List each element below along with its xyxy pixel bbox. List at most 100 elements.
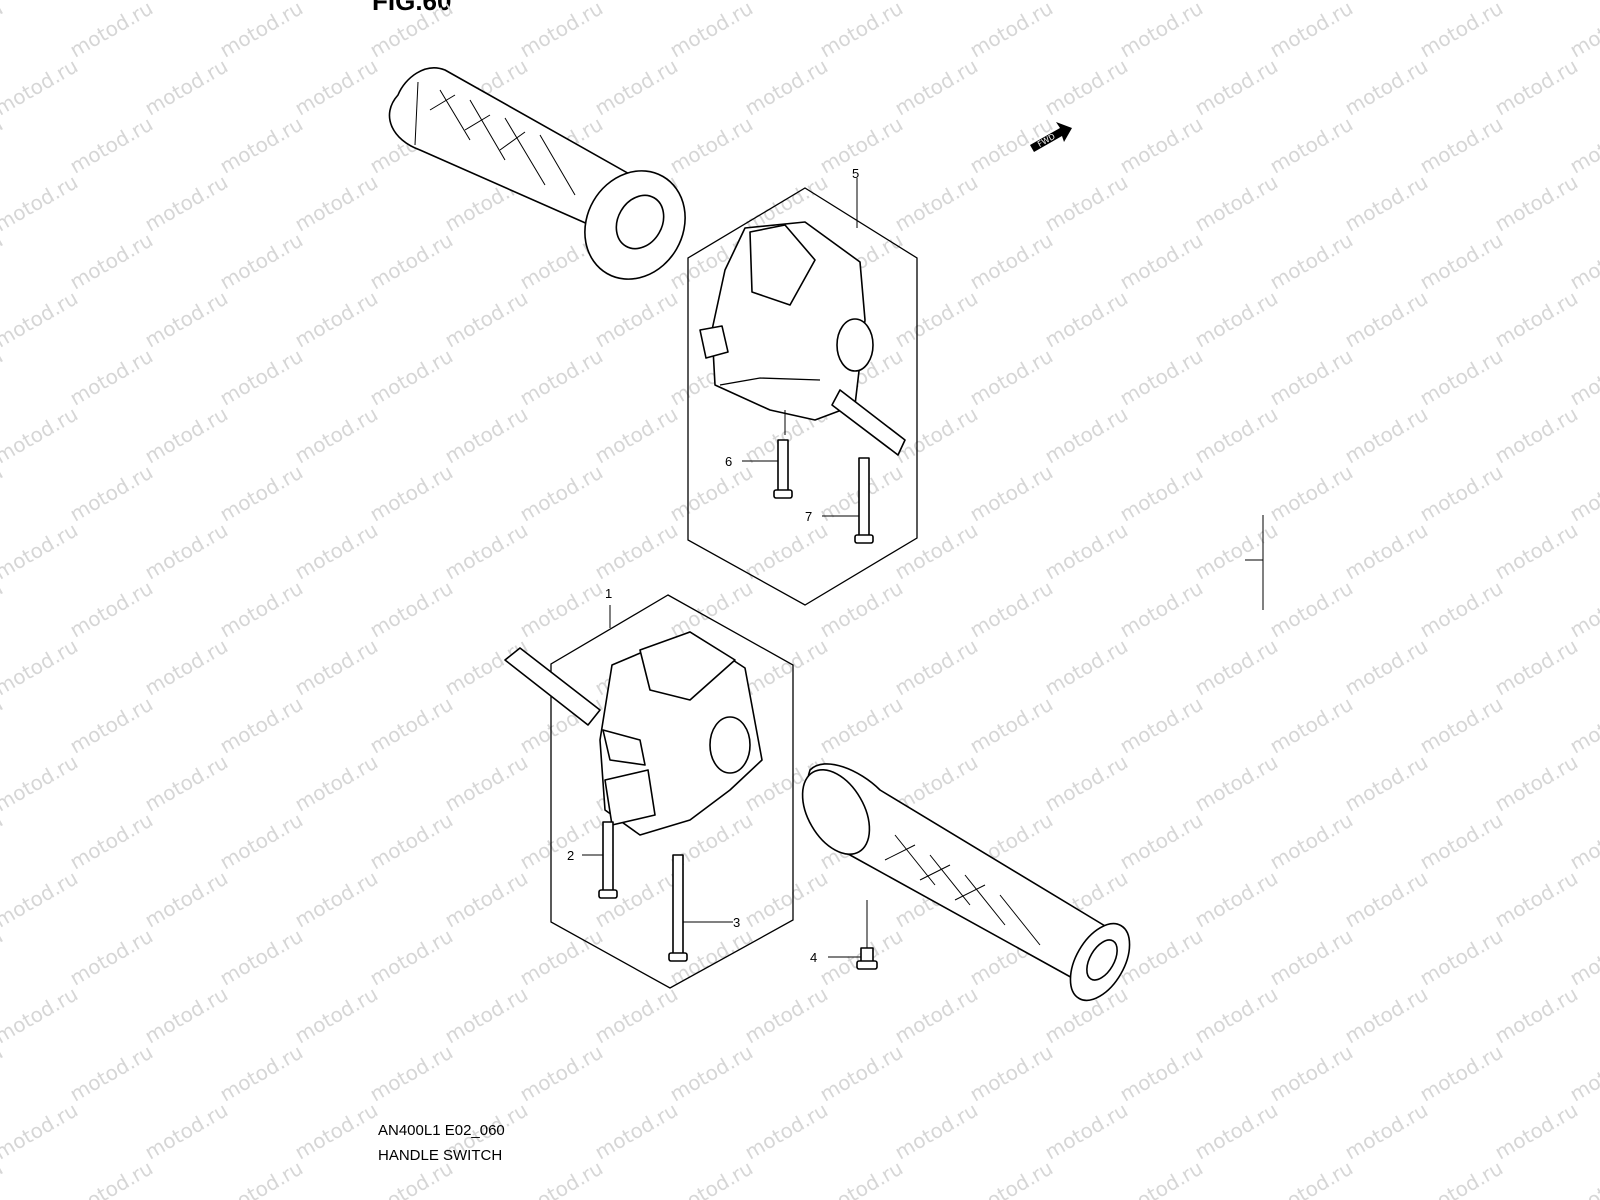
watermark-text: motod.ru [1191,170,1282,237]
watermark-text: motod.ru [1416,692,1507,759]
watermark-text: motod.ru [0,460,7,527]
watermark-text: motod.ru [1566,0,1600,62]
watermark-text: motod.ru [1566,1040,1600,1107]
watermark-text: motod.ru [1266,924,1357,991]
watermark-text: motod.ru [366,460,457,527]
diagram-title: HANDLE SWITCH [378,1147,503,1164]
callout-4: 4 [810,950,817,965]
watermark-text: motod.ru [516,344,607,411]
watermark-text: motod.ru [1491,54,1582,121]
watermark-text: motod.ru [891,1098,982,1165]
watermark-text: motod.ru [0,634,82,701]
watermark-text: motod.ru [0,808,7,875]
watermark-text: motod.ru [1116,228,1207,295]
watermark-text: motod.ru [1341,286,1432,353]
watermark-text: motod.ru [966,1040,1057,1107]
watermark-text: motod.ru [66,1040,157,1107]
watermark-text: motod.ru [1416,0,1507,62]
watermark-text: motod.ru [1266,576,1357,643]
callout-5: 5 [852,166,859,181]
watermark-text: motod.ru [291,286,382,353]
watermark-text: motod.ru [1116,0,1207,62]
watermark-text: motod.ru [891,634,982,701]
watermark-text: motod.ru [1491,1098,1582,1165]
watermark-text: motod.ru [1341,750,1432,817]
watermark-text: motod.ru [1416,924,1507,991]
watermark-text: motod.ru [0,924,7,991]
watermark-text: motod.ru [1191,402,1282,469]
watermark-text: motod.ru [0,982,82,1049]
watermark-text: motod.ru [1266,808,1357,875]
watermark-text: motod.ru [966,228,1057,295]
left-grip [388,67,686,280]
watermark-text: motod.ru [891,286,982,353]
watermark-text: motod.ru [516,1156,607,1200]
watermark-text: motod.ru [1341,1098,1432,1165]
watermark-text: motod.ru [66,1156,157,1200]
watermark-text: motod.ru [666,1040,757,1107]
upper-switch-group [687,178,918,606]
watermark-text: motod.ru [1266,1040,1357,1107]
watermark-text: motod.ru [741,866,832,933]
watermark-text: motod.ru [1191,982,1282,1049]
screw-2 [602,821,614,893]
watermark-text: motod.ru [666,0,757,62]
watermark-text: motod.ru [216,1156,307,1200]
watermark-text: motod.ru [1491,0,1582,4]
watermark-text: motod.ru [141,0,232,4]
callout-1: 1 [605,586,612,601]
watermark-text: motod.ru [1416,228,1507,295]
watermark-text: motod.ru [591,1098,682,1165]
watermark-text: motod.ru [441,518,532,585]
watermark-text: motod.ru [441,982,532,1049]
watermark-text: motod.ru [366,0,457,62]
watermark-text: motod.ru [1191,286,1282,353]
watermark-text: motod.ru [0,0,82,4]
watermark-text: motod.ru [516,1040,607,1107]
watermark-text: motod.ru [1041,634,1132,701]
watermark-text: motod.ru [291,518,382,585]
watermark-text: motod.ru [1041,1098,1132,1165]
watermark-text: motod.ru [816,576,907,643]
watermark-text: motod.ru [966,344,1057,411]
watermark-text: motod.ru [1116,1156,1207,1200]
watermark-text: motod.ru [1041,0,1132,4]
watermark-text: motod.ru [891,0,982,4]
bolt-4 [860,947,874,963]
watermark-text: motod.ru [366,1040,457,1107]
watermark-text: motod.ru [141,750,232,817]
watermark-text: motod.ru [816,1156,907,1200]
watermark-text: motod.ru [291,866,382,933]
watermark-text: motod.ru [0,1098,82,1165]
watermark-text: motod.ru [1266,1156,1357,1200]
watermark-text: motod.ru [1341,866,1432,933]
watermark-text: motod.ru [1566,924,1600,991]
watermark-text: motod.ru [1491,286,1582,353]
watermark-text: motod.ru [1266,460,1357,527]
watermark-text: motod.ru [216,112,307,179]
watermark-text: motod.ru [1266,0,1357,62]
lower-group-outline [550,594,794,989]
watermark-text: motod.ru [1416,808,1507,875]
watermark-text: motod.ru [516,460,607,527]
watermark-text: motod.ru [741,518,832,585]
watermark-text: motod.ru [1341,518,1432,585]
watermark-text: motod.ru [1341,0,1432,4]
watermark-text: motod.ru [1116,692,1207,759]
watermark-text: motod.ru [66,0,157,62]
callout-6: 6 [725,454,732,469]
watermark-text: motod.ru [516,576,607,643]
watermark-text: motod.ru [1491,750,1582,817]
watermark-text: motod.ru [1416,112,1507,179]
watermark-text: motod.ru [0,692,7,759]
watermark-text: motod.ru [816,112,907,179]
screw-3 [672,854,684,956]
watermark-text: motod.ru [1566,112,1600,179]
watermark-text: motod.ru [1491,402,1582,469]
watermark-text: motod.ru [441,866,532,933]
watermark-text: motod.ru [366,808,457,875]
watermark-text: motod.ru [891,982,982,1049]
page-edge-mark [1245,515,1264,610]
watermark-text: motod.ru [291,1098,382,1165]
watermark-text: motod.ru [1191,54,1282,121]
